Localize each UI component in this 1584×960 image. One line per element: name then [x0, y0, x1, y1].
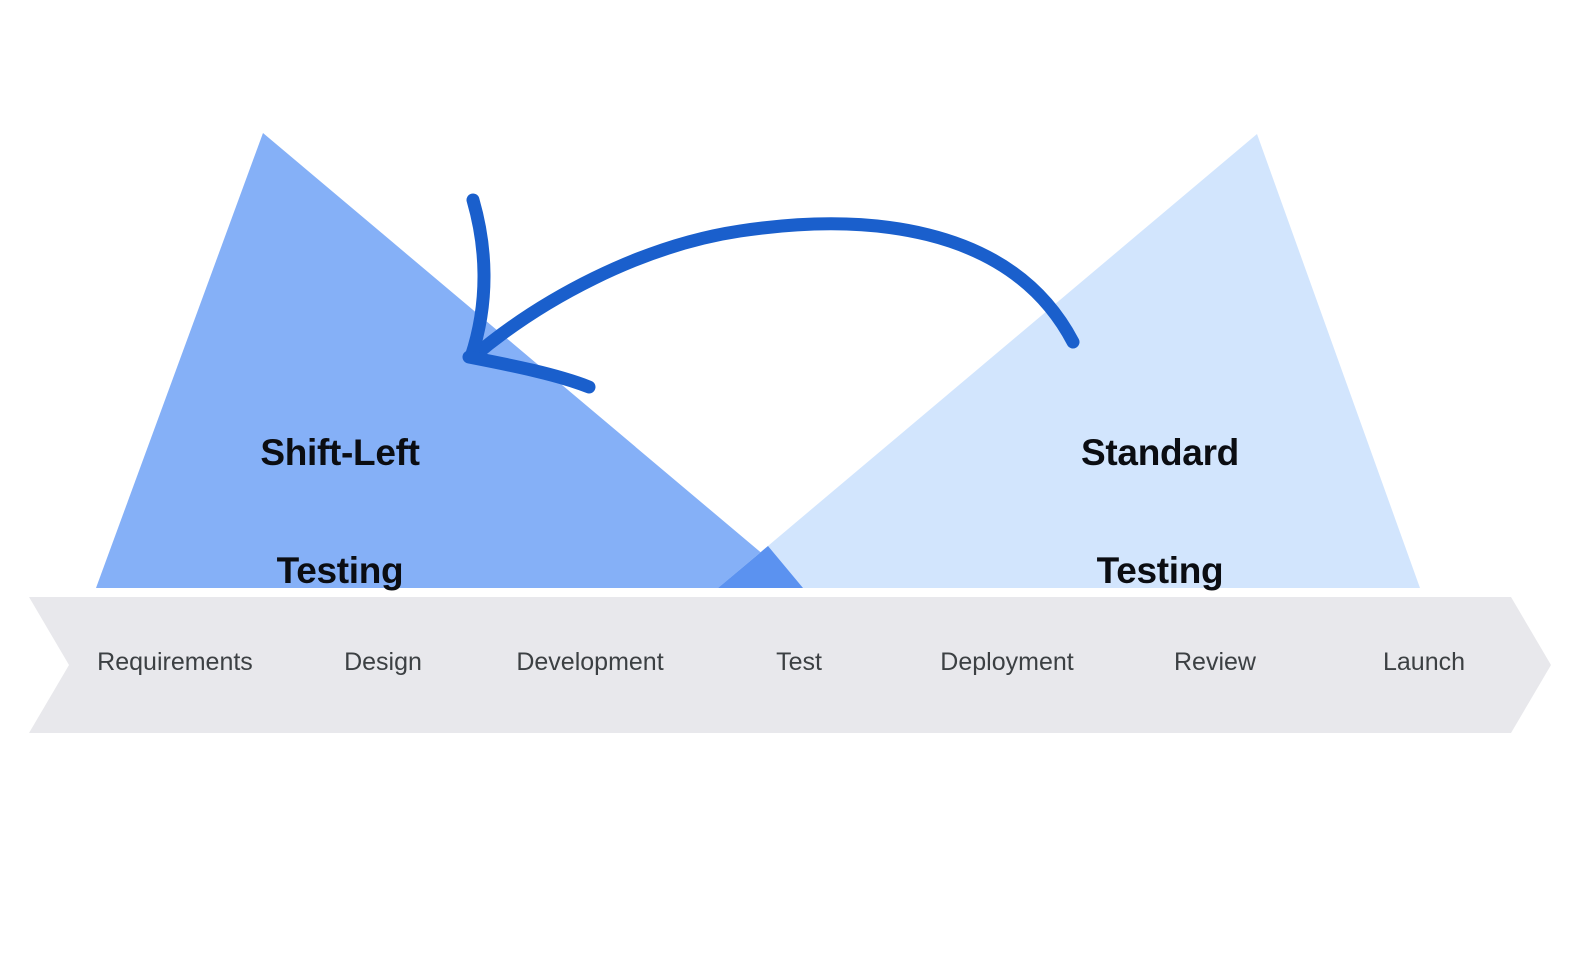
curved-arrow: [462, 193, 1080, 394]
arrow-head-lower-barb: [462, 350, 596, 394]
stage-label-review[interactable]: Review: [1174, 648, 1256, 676]
chevron-design[interactable]: [237, 597, 499, 733]
pipeline-chevron-bar: [29, 597, 1551, 733]
stage-label-design[interactable]: Design: [344, 648, 422, 676]
stage-label-development[interactable]: Development: [516, 648, 664, 676]
shift-left-testing-label: Shift-Left Testing: [180, 364, 500, 659]
stage-label-requirements[interactable]: Requirements: [97, 648, 253, 676]
left-triangle-shift-left: [96, 133, 803, 588]
triangles-group: [96, 133, 1420, 588]
chevron-development[interactable]: [446, 597, 708, 733]
right-triangle-standard: [718, 134, 1420, 588]
triangle-overlap-region: [718, 546, 803, 588]
shift-left-label-line1: Shift-Left: [260, 432, 420, 473]
stage-label-launch[interactable]: Launch: [1382, 648, 1466, 676]
chevron-requirements[interactable]: [29, 597, 291, 733]
shift-left-label-line2: Testing: [276, 550, 404, 591]
arrow-head-upper-barb: [464, 193, 491, 364]
chevron-deployment[interactable]: [862, 597, 1124, 733]
stage-label-deployment[interactable]: Deployment: [940, 648, 1074, 676]
standard-testing-label: Standard Testing: [1000, 364, 1320, 659]
standard-label-line2: Testing: [1096, 550, 1224, 591]
chevron-review[interactable]: [1071, 597, 1333, 733]
chevron-test[interactable]: [654, 597, 916, 733]
chevron-launch[interactable]: [1279, 597, 1551, 733]
stage-label-test[interactable]: Test: [776, 648, 822, 676]
arrow-shaft: [466, 217, 1080, 364]
standard-label-line1: Standard: [1081, 432, 1239, 473]
